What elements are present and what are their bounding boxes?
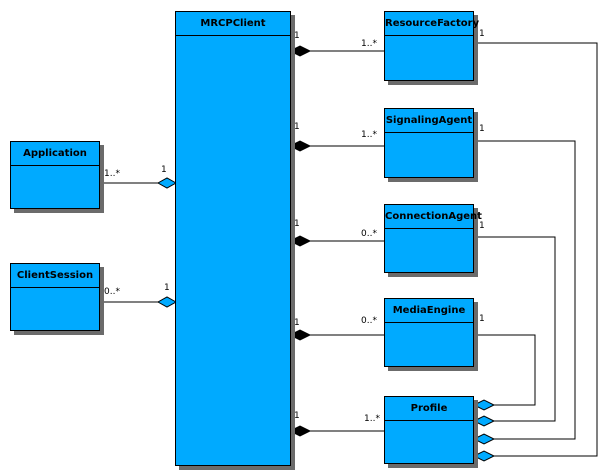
composition-diamond-resource-factory [288,45,312,57]
class-resource-factory[interactable]: ResourceFactory [384,11,479,81]
class-name: MRCPClient [176,12,290,36]
aggregation-diamond-profile-connection [472,415,496,427]
aggregation-diamond-client-session [156,296,178,308]
multiplicity-application: 1..* [104,169,120,179]
multiplicity-application-client: 1 [161,165,167,175]
multiplicity-media-client: 1 [294,318,300,328]
multiplicity-client-session: 0..* [104,287,120,297]
multiplicity-profile-client: 1 [294,411,300,421]
multiplicity-media-profile: 1 [479,314,485,324]
class-name: ConnectionAgent [385,205,482,229]
class-connection-agent[interactable]: ConnectionAgent [384,204,482,273]
composition-diamond-signaling-agent [288,140,312,152]
class-name: Application [11,142,99,166]
multiplicity-factory: 1..* [361,39,377,49]
aggregation-connection-agent-profile [474,236,556,422]
multiplicity-signaling-profile: 1 [479,124,485,134]
class-application[interactable]: Application [10,141,100,209]
aggregation-diamond-application [156,177,178,189]
class-media-engine[interactable]: MediaEngine [384,298,474,367]
multiplicity-signaling-client: 1 [294,122,300,132]
class-name: ClientSession [11,264,99,288]
aggregation-diamond-profile-media [472,399,496,411]
composition-diamond-media-engine [288,329,312,341]
class-profile[interactable]: Profile [384,396,474,464]
multiplicity-factory-client: 1 [294,31,300,41]
aggregation-diamond-profile-factory [472,450,496,462]
aggregation-media-engine-profile [474,334,536,406]
aggregation-diamond-profile-signaling [472,433,496,445]
multiplicity-connection-profile: 1 [479,221,485,231]
multiplicity-client-session-client: 1 [164,283,170,293]
class-name: MediaEngine [385,299,473,323]
multiplicity-media: 0..* [361,316,377,326]
multiplicity-signaling: 1..* [361,130,377,140]
class-name: SignalingAgent [385,109,473,133]
multiplicity-connection: 0..* [361,229,377,239]
composition-diamond-connection-agent [288,235,312,247]
composition-diamond-profile [288,425,312,437]
multiplicity-connection-client: 1 [294,219,300,229]
aggregation-resource-factory-profile [474,42,598,457]
multiplicity-profile: 1..* [364,414,380,424]
class-name: Profile [385,397,473,421]
class-signaling-agent[interactable]: SignalingAgent [384,108,474,178]
class-client-session[interactable]: ClientSession [10,263,100,331]
aggregation-signaling-agent-profile [474,140,576,440]
multiplicity-factory-profile: 1 [479,29,485,39]
class-name: ResourceFactory [385,12,479,36]
class-mrcp-client[interactable]: MRCPClient [175,11,291,466]
